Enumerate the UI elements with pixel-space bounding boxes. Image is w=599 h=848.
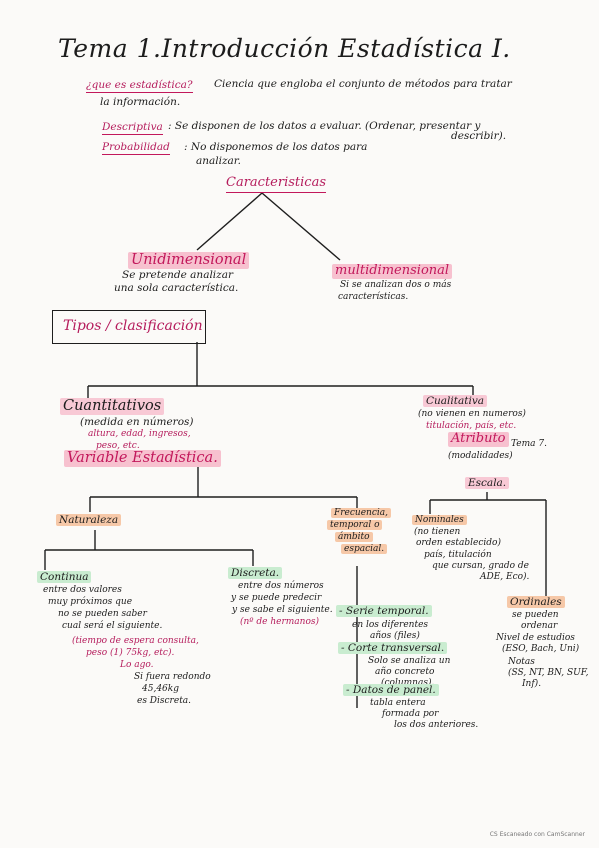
- nominales-line-5: ADE, Eco).: [480, 572, 530, 582]
- discreta-line-4: (nº de hermanos): [240, 617, 320, 627]
- intro-question: ¿que es estadística?: [86, 79, 193, 94]
- unidimensional-text-1: Se pretende analizar: [122, 269, 233, 281]
- continua-line-8: Si fuera redondo: [134, 672, 211, 682]
- descriptiva-text-1: : Se disponen de los datos a evaluar. (O…: [168, 120, 481, 132]
- datos-panel-label: - Datos de panel.: [343, 684, 439, 697]
- frecuencia-line-2: temporal o: [327, 520, 383, 531]
- naturaleza-label: Naturaleza: [56, 514, 122, 527]
- modalidades-label: (modalidades): [448, 451, 513, 461]
- ordinales-line-5: Notas: [508, 657, 535, 667]
- cuantitativos-line-2: altura, edad, ingresos,: [88, 429, 191, 439]
- cualitativa-line-1: (no vienen en numeros): [418, 409, 526, 419]
- escala-label: Escala.: [465, 477, 510, 490]
- ordinales-line-2: ordenar: [521, 621, 558, 631]
- tipos-box: Tipos / clasificación: [52, 310, 206, 344]
- cuantitativos-label: Cuantitativos: [60, 398, 165, 415]
- nominales-line-3: país, titulación: [424, 550, 492, 560]
- ordinales-line-6: (SS, NT, BN, SUF,: [508, 668, 589, 678]
- tema-reference: Tema 7.: [511, 439, 547, 449]
- multidimensional-text-2: características.: [338, 292, 409, 302]
- intro-definition-line-1: Ciencia que engloba el conjunto de métod…: [214, 78, 512, 90]
- probabilidad-label: Probabilidad: [102, 141, 170, 156]
- datos-panel-line-1: tabla entera: [370, 698, 426, 708]
- discreta-line-2: y se puede predecir: [231, 593, 322, 603]
- nominales-line-4: que cursan, grado de: [432, 561, 529, 571]
- caracteristicas-heading: Caracteristicas: [226, 175, 326, 193]
- probabilidad-text-2: analizar.: [196, 155, 241, 167]
- discreta-line-3: y se sabe el siguiente.: [232, 605, 333, 615]
- page-title: Tema 1.Introducción Estadística I.: [58, 34, 511, 63]
- continua-line-1: entre dos valores: [43, 585, 122, 595]
- variable-estadistica-label: Variable Estadística.: [64, 450, 221, 467]
- ordinales-label: Ordinales: [507, 596, 565, 609]
- descriptiva-text-2: describir).: [451, 130, 507, 142]
- ordinales-line-4: (ESO, Bach, Uni): [502, 644, 580, 654]
- corte-transversal-label: - Corte transversal.: [338, 642, 448, 655]
- unidimensional-label: Unidimensional: [128, 252, 250, 269]
- ordinales-line-1: se pueden: [512, 610, 559, 620]
- continua-line-6: peso (1) 75kg, etc).: [86, 648, 175, 658]
- serie-temporal-line-2: años (files): [370, 631, 420, 641]
- unidimensional-text-2: una sola característica.: [114, 282, 239, 294]
- multidimensional-label: multidimensional: [332, 263, 453, 279]
- cuantitativos-line-3: peso, etc.: [96, 441, 140, 451]
- corte-transversal-line-1: Solo se analiza un: [368, 656, 451, 666]
- continua-line-7: Lo ago.: [120, 660, 154, 670]
- continua-line-4: cual será el siguiente.: [62, 621, 163, 631]
- datos-panel-line-2: formada por: [382, 709, 439, 719]
- nominales-line-2: orden establecido): [416, 538, 501, 548]
- frecuencia-line-3: ámbito: [335, 532, 373, 543]
- ordinales-line-3: Nivel de estudios: [496, 633, 575, 643]
- frecuencia-line-4: espacial.: [341, 544, 388, 555]
- continua-line-3: no se pueden saber: [58, 609, 147, 619]
- cuantitativos-line-1: (medida en números): [80, 416, 194, 428]
- nominales-label: Nominales: [412, 515, 467, 526]
- cualitativa-line-2: titulación, país, etc.: [426, 421, 517, 431]
- nominales-line-1: (no tienen: [414, 527, 461, 537]
- descriptiva-label: Descriptiva: [102, 121, 163, 136]
- multidimensional-text-1: Si se analizan dos o más: [340, 280, 452, 290]
- ordinales-line-7: Inf).: [522, 679, 542, 689]
- corte-transversal-line-2: año concreto: [375, 667, 435, 677]
- continua-line-2: muy próximos que: [48, 597, 133, 607]
- atributo-label: Atributo: [448, 431, 509, 447]
- discreta-label: Discreta.: [228, 567, 283, 580]
- continua-line-9: 45,46kg: [142, 684, 179, 694]
- cualitativa-label: Cualitativa: [423, 395, 488, 408]
- serie-temporal-label: - Serie temporal.: [336, 605, 432, 618]
- continua-line-10: es Discreta.: [137, 696, 192, 706]
- tipos-label: Tipos / clasificación: [63, 318, 203, 334]
- continua-label: Continua: [37, 571, 92, 584]
- intro-definition-line-2: la información.: [100, 96, 181, 108]
- probabilidad-text-1: : No disponemos de los datos para: [184, 141, 368, 153]
- serie-temporal-line-1: en los diferentes: [352, 620, 429, 630]
- continua-line-5: (tiempo de espera consulta,: [72, 636, 199, 646]
- scanner-watermark: CS Escaneado con CamScanner: [489, 831, 585, 838]
- discreta-line-1: entre dos números: [238, 581, 324, 591]
- frecuencia-line-1: Frecuencia,: [331, 508, 391, 519]
- datos-panel-line-3: los dos anteriores.: [394, 720, 479, 730]
- corte-transversal-line-3: (columnas).: [381, 678, 435, 688]
